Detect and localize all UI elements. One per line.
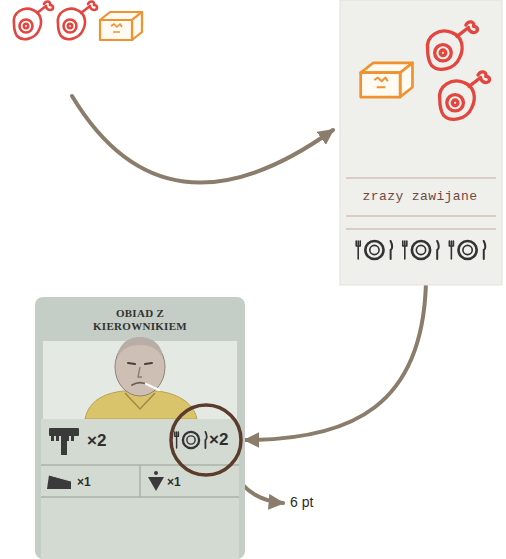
plate-icon	[356, 241, 392, 259]
recipe-card: zrazy zawijane	[340, 0, 502, 285]
card-ground	[35, 297, 245, 559]
nose	[138, 367, 142, 377]
count-badge: ×2	[87, 431, 106, 451]
count-badge: ×1	[77, 475, 91, 489]
spice-box-icon	[100, 12, 142, 40]
spice-box-icon	[361, 63, 413, 97]
meat-icon	[58, 1, 97, 39]
ingredients-arrow	[72, 96, 333, 183]
cake-icon	[47, 475, 71, 489]
points-label: 6 pt	[290, 494, 313, 511]
card-edge	[340, 0, 502, 285]
card-ground	[340, 0, 502, 285]
head	[115, 338, 165, 396]
eyes	[128, 363, 152, 364]
stat-ground	[41, 419, 239, 559]
highlight-ring	[171, 405, 241, 475]
plate-icon	[175, 432, 207, 448]
meat-icon	[440, 72, 490, 119]
hair	[117, 337, 163, 359]
rule-line	[346, 178, 496, 179]
rule-line	[346, 216, 496, 217]
brush-icon	[49, 428, 79, 455]
guest-card: OBIAD Z KIEROWNIKIEM ×2 ×1 ×1 ×2	[35, 297, 245, 559]
rule-line	[346, 229, 496, 230]
count-badge: ×2	[209, 430, 228, 450]
recipe-name: zrazy zawijane	[340, 189, 500, 205]
flow-arrow	[245, 285, 426, 440]
card-title: OBIAD Z KIEROWNIKIEM	[75, 307, 205, 333]
recipe-card-art	[340, 0, 502, 285]
count-badge: ×1	[167, 475, 181, 489]
highlight-ring-art	[169, 403, 243, 477]
plate-icon	[449, 241, 485, 259]
cigarette	[146, 384, 159, 390]
highlight-circle: ×2	[169, 403, 243, 477]
meat-icon	[427, 22, 477, 69]
drink-icon	[148, 471, 164, 491]
plate-icon	[403, 241, 439, 259]
meat-icon	[14, 1, 53, 39]
divider	[139, 465, 141, 497]
guest-card-art	[35, 297, 245, 559]
divider	[41, 496, 239, 498]
